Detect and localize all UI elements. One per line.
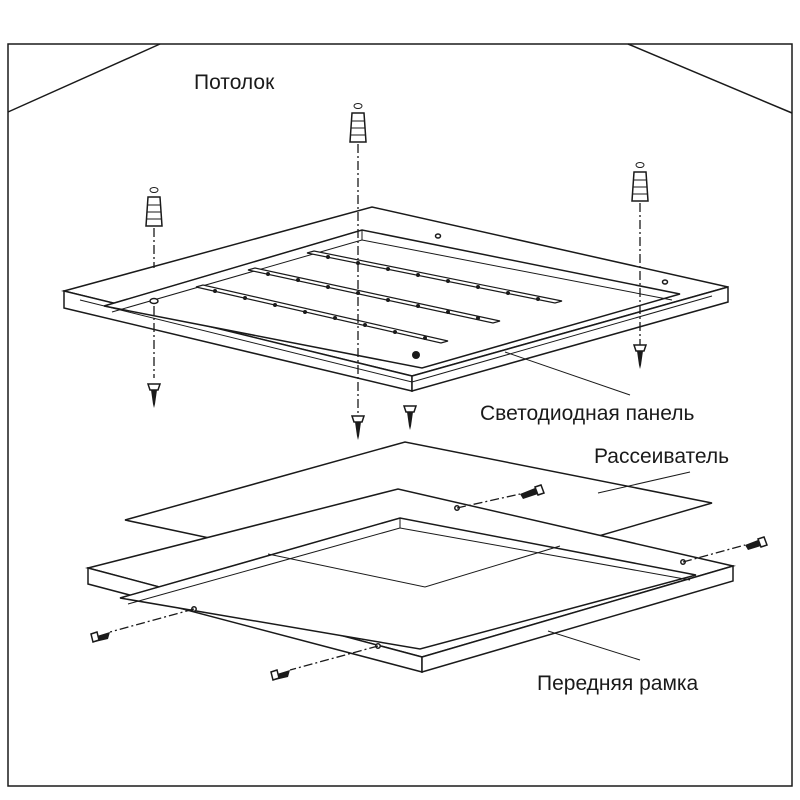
label-led-panel: Светодиодная панель [480,402,694,425]
mounting-hole [434,233,442,239]
mounting-hole [149,297,159,305]
screw [146,383,162,408]
side-screw [90,608,195,643]
front-frame [85,488,736,674]
screw [632,344,648,369]
leader-diffuser [597,471,691,494]
label-diffuser: Рассеиватель [594,445,729,468]
diagram-border [7,43,793,787]
led-dots [213,255,540,340]
connector-dot [412,351,420,359]
label-front-frame: Передняя рамка [537,672,699,695]
anchor-dowel [145,187,163,378]
anchor-dowel [631,162,649,350]
screw [402,405,418,430]
side-screw [270,645,379,681]
leader-front-frame [547,630,641,661]
led-strip [247,267,501,324]
led-strip [306,250,563,304]
side-screw [456,484,545,509]
screw [350,415,366,440]
side-screw [682,536,768,563]
mounting-hole [661,279,669,285]
leader-led-panel [504,351,631,396]
label-ceiling: Потолок [194,71,275,94]
led-strip [195,284,449,344]
ceiling-outline [7,43,793,114]
led-panel [61,206,729,392]
anchor-dowel [349,103,367,415]
